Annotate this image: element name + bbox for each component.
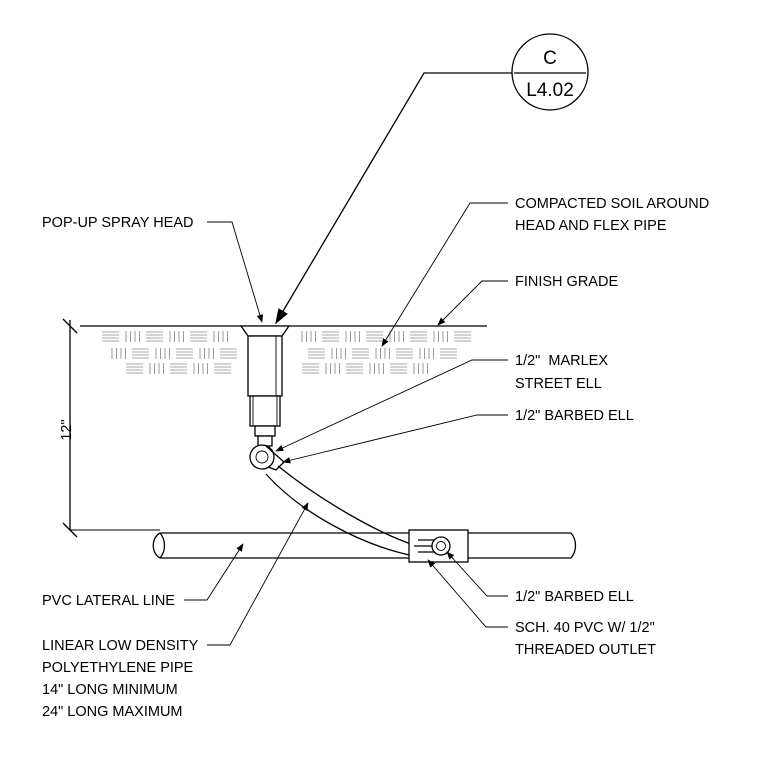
label-sch40-2: THREADED OUTLET (515, 642, 656, 658)
labels: POP-UP SPRAY HEAD COMPACTED SOIL AROUND … (42, 196, 709, 720)
detail-tag-letter: C (543, 48, 557, 69)
detail-tag-sheet: L4.02 (526, 80, 574, 101)
label-marlex-1: 1/2" MARLEX (515, 353, 608, 369)
detail-tag: C L4.02 (511, 33, 589, 111)
dimension-12in: 12" (59, 318, 160, 538)
label-spray-head: POP-UP SPRAY HEAD (42, 215, 194, 231)
label-flex-3: 14" LONG MINIMUM (42, 682, 178, 698)
label-compacted-soil-1: COMPACTED SOIL AROUND (515, 196, 709, 212)
label-flex-1: LINEAR LOW DENSITY (42, 638, 199, 654)
sch40-pvc-tee (408, 529, 469, 563)
compacted-soil-hatch (102, 331, 471, 374)
flex-poly-pipe (265, 465, 421, 557)
pop-up-spray-head (239, 325, 291, 437)
label-compacted-soil-2: HEAD AND FLEX PIPE (515, 218, 667, 234)
label-barbed-ell-top: 1/2" BARBED ELL (515, 408, 634, 424)
marlex-street-ell (249, 435, 285, 471)
label-flex-4: 24" LONG MAXIMUM (42, 704, 183, 720)
label-finish-grade: FINISH GRADE (515, 274, 618, 290)
leader-lines (184, 72, 512, 646)
label-flex-2: POLYETHYLENE PIPE (42, 660, 194, 676)
dimension-text: 12" (59, 419, 75, 440)
label-sch40-1: SCH. 40 PVC W/ 1/2" (515, 620, 655, 636)
label-marlex-2: STREET ELL (515, 376, 602, 392)
label-pvc-lateral: PVC LATERAL LINE (42, 593, 175, 609)
pvc-lateral-line (152, 532, 577, 559)
label-barbed-ell-bottom: 1/2" BARBED ELL (515, 589, 634, 605)
